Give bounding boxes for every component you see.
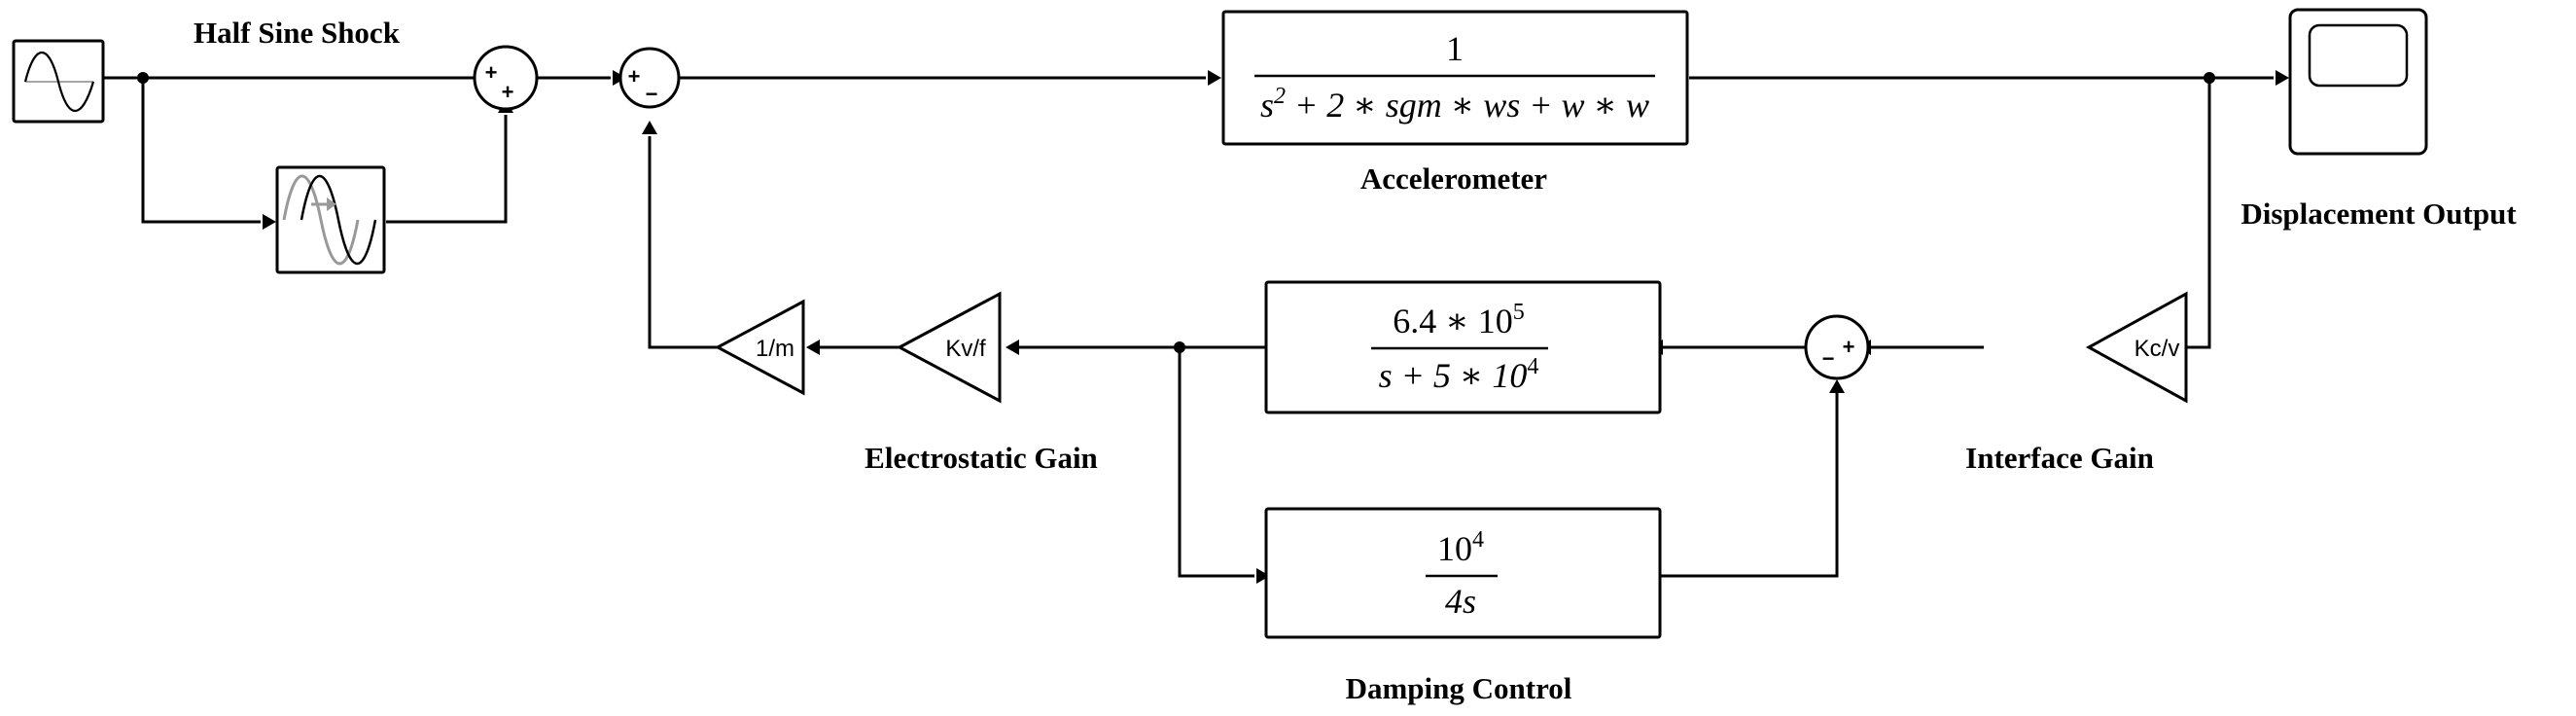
sum-1-bottom-sign: + [502,80,514,104]
damping-control-label: Damping Control [1346,671,1572,705]
wire-branch-to-shifted-sine [141,78,261,224]
shifted-sine-block[interactable] [275,165,386,274]
sum-junction-2[interactable]: + − [618,47,681,109]
accelerometer-numerator: 1 [1446,29,1464,68]
wire-branch-to-damping [1178,347,1254,578]
wire-shifted-sine-to-sum1 [386,115,508,224]
feedback-tf-block[interactable]: 6.4 ∗ 105 s + 5 ∗ 104 [1264,280,1662,414]
arrow-into-scope [2276,70,2289,86]
damping-control-block[interactable]: 104 4s [1264,507,1662,639]
junctions [137,72,2215,353]
sum-2-left-sign: + [628,64,641,89]
arrow-into-inv-mass [806,340,820,355]
interface-gain-triangle [2085,291,2188,404]
damping-tf-numerator: 104 [1437,527,1484,568]
sum-2-circle [618,47,681,109]
sum-1-circle [473,45,539,111]
accelerometer-label: Accelerometer [1360,161,1547,196]
arrow-into-sum2-bottom [642,121,657,134]
half-sine-shock-label: Half Sine Shock [194,16,401,50]
interface-gain-block[interactable]: Kc/v [2085,291,2188,404]
scope-block[interactable] [2288,8,2428,156]
feedback-tf-numerator: 6.4 ∗ 105 [1393,300,1524,340]
junction-output [2204,72,2215,84]
accelerometer-den-exp: 2 [1274,84,1286,109]
sum-2-bottom-sign: − [646,82,658,106]
arrow-into-sum3-bottom [1829,379,1845,393]
shifted-sine-icon [282,174,377,266]
accelerometer-den-s: s [1260,86,1274,125]
electrostatic-gain-label: Electrostatic Gain [865,441,1098,475]
damping-tf-num-base: 10 [1437,529,1472,568]
accelerometer-frame [1221,10,1689,146]
damping-tf-num-exp: 4 [1472,527,1484,553]
arrow-into-accelerometer [1208,70,1221,86]
scope-icon [2308,23,2409,88]
sine-wave-source-block[interactable] [12,39,105,124]
sine-wave-icon [23,51,95,113]
arrow-into-damping [1256,568,1270,584]
electrostatic-gain-value: Kv/f [945,336,986,362]
arrow-into-shifted-sine [263,214,276,230]
signal-wires [103,76,2274,578]
sum-3-circle [1804,314,1870,380]
inv-mass-gain-block[interactable]: 1/m [714,299,805,396]
wire-damping-to-sum3 [1660,391,1839,578]
arrow-into-kvf [1006,340,1019,355]
junction-feedback [1174,341,1185,353]
interface-gain-label: Interface Gain [1965,441,2154,475]
sum-junction-3[interactable]: − + [1804,314,1870,380]
sum-3-left-sign: − [1822,346,1835,371]
sum-junction-1[interactable]: + + [473,45,539,111]
displacement-output-label: Displacement Output [2241,197,2517,231]
inv-mass-gain-triangle [714,299,805,396]
junction-source [137,72,149,84]
damping-control-frame [1264,507,1662,639]
accelerometer-denominator: s2 + 2 ∗ sgm ∗ ws + w ∗ w [1260,84,1649,125]
electrostatic-gain-block[interactable]: Kv/f [896,291,1002,404]
wire-output-to-interface-gain [2105,78,2211,349]
feedback-tf-den-base: s + 5 ∗ 10 [1379,356,1528,395]
damping-tf-denominator: 4s [1445,582,1476,621]
accelerometer-block[interactable]: 1 s2 + 2 ∗ sgm ∗ ws + w ∗ w [1221,10,1689,146]
inv-mass-gain-value: 1/m [756,336,794,362]
feedback-tf-denominator: s + 5 ∗ 104 [1379,354,1539,395]
electrostatic-gain-triangle [896,291,1002,404]
interface-gain-value: Kc/v [2135,336,2180,362]
wire-inv-mass-to-sum2 [648,136,718,349]
feedback-tf-num-coef: 6.4 ∗ 10 [1393,302,1512,340]
feedback-tf-num-exp: 5 [1513,300,1525,325]
sum-3-right-sign: + [1843,335,1855,359]
accelerometer-den-rest: + 2 ∗ sgm ∗ ws + w ∗ w [1286,86,1649,125]
sum-1-top-sign: + [485,60,498,85]
feedback-tf-den-exp: 4 [1527,354,1538,379]
shifted-sine-frame [275,165,386,274]
